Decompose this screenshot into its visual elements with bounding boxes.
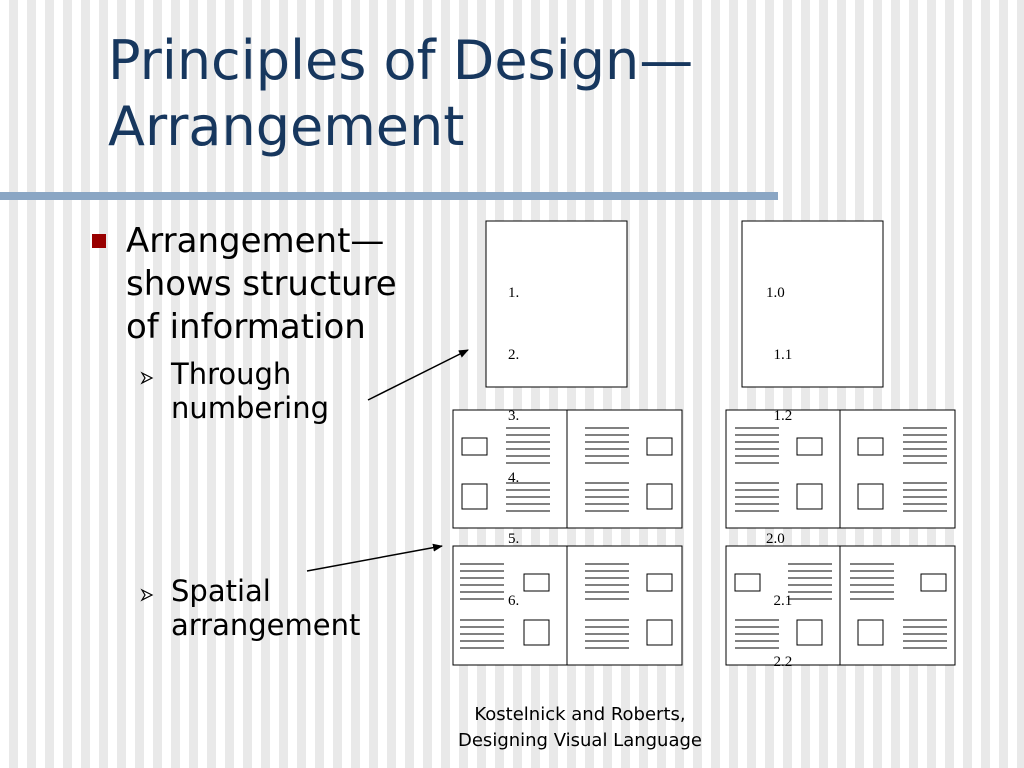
square-bullet-icon xyxy=(92,234,106,248)
numbering-arrow xyxy=(367,349,469,401)
list-item: 1.2 xyxy=(766,408,793,424)
sub-bullet-numbering-line1: Through xyxy=(171,357,292,391)
numbered-list: 1. 2. 3. 4. 5. 6. xyxy=(508,242,519,632)
sub-bullet-spatial: Spatial arrangement xyxy=(171,574,431,642)
source-credit: Kostelnick and Roberts, Designing Visual… xyxy=(400,702,760,754)
chevron-right-icon xyxy=(140,588,154,602)
numbered-list-page xyxy=(485,220,628,388)
list-item: 2.0 xyxy=(766,531,785,547)
slide-title-line1: Principles of Design— xyxy=(108,29,694,92)
chevron-right-icon xyxy=(140,371,154,385)
sub-bullet-spatial-line1: Spatial xyxy=(171,574,271,608)
list-item: 4. xyxy=(508,469,520,486)
spread-2 xyxy=(725,409,956,529)
spatial-arrow xyxy=(306,543,443,572)
main-bullet-line1: Arrangement— xyxy=(126,221,385,261)
nested-list-page xyxy=(741,220,884,388)
credit-line1: Kostelnick and Roberts, xyxy=(474,704,686,725)
list-item: 1.0 xyxy=(766,285,785,301)
list-item: 6. xyxy=(508,592,520,609)
list-item: 2. xyxy=(508,346,520,363)
list-item: 3. xyxy=(508,408,520,424)
spread-4 xyxy=(725,545,956,666)
slide-title-line2: Arrangement xyxy=(108,95,465,158)
main-bullet-text: Arrangement— shows structure of informat… xyxy=(126,220,466,349)
list-item: 2.1 xyxy=(766,592,793,609)
sub-bullet-numbering-line2: numbering xyxy=(171,391,330,425)
title-divider xyxy=(0,192,778,200)
spread-3 xyxy=(452,545,683,666)
nested-list: 1.0 1.1 1.2 2.0 2.1 2.2 xyxy=(766,242,792,693)
list-item: 1. xyxy=(508,285,520,301)
main-bullet-line3: of information xyxy=(126,307,366,347)
list-item: 1.1 xyxy=(766,346,793,363)
sub-bullet-spatial-line2: arrangement xyxy=(171,608,361,642)
credit-line2: Designing Visual Language xyxy=(458,730,702,751)
sub-bullet-numbering: Through numbering xyxy=(171,357,431,425)
slide-title: Principles of Design— Arrangement xyxy=(108,28,908,160)
list-item: 2.2 xyxy=(766,654,793,670)
list-item: 5. xyxy=(508,531,520,547)
main-bullet-line2: shows structure xyxy=(126,264,397,304)
list-item xyxy=(766,468,792,489)
spread-1 xyxy=(452,409,683,529)
